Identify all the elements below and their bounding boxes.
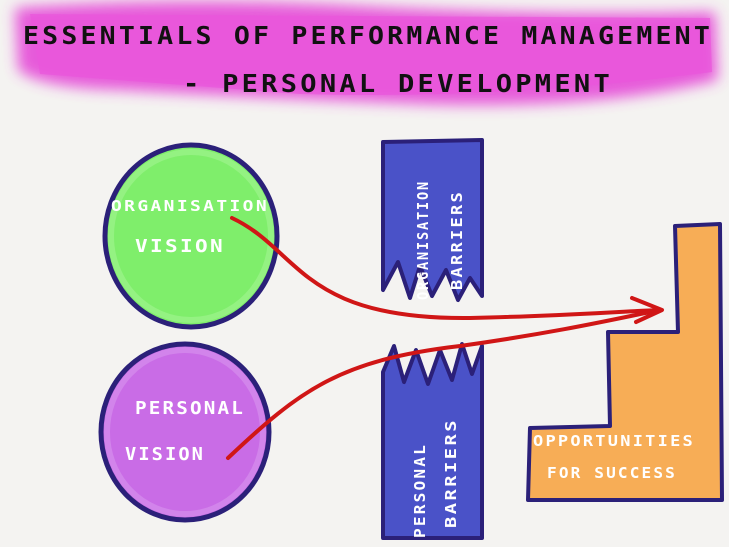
personal-vision-label-2: VISION bbox=[125, 444, 205, 465]
organisation-vision-arrow bbox=[230, 216, 662, 321]
personal-barriers-label-1: PERSONAL bbox=[411, 443, 429, 538]
organisation-barriers-label-1: ORGANISATION bbox=[414, 180, 432, 300]
arrowhead-icon bbox=[630, 296, 664, 324]
organisation-vision-label-1: ORGANISATION bbox=[111, 197, 269, 215]
opportunities-label-1: OPPORTUNITIES bbox=[533, 432, 695, 450]
personal-vision-label-1: PERSONAL bbox=[135, 398, 245, 419]
personal-barriers-label-2: BARRIERS bbox=[442, 418, 460, 528]
organisation-vision-circle: ORGANISATION VISION bbox=[102, 142, 280, 330]
organisation-barriers-block: ORGANISATION BARRIERS bbox=[381, 138, 484, 302]
opportunities-label-2: FOR SUCCESS bbox=[547, 464, 677, 482]
personal-vision-circle: PERSONAL VISION bbox=[98, 341, 272, 523]
title-highlight bbox=[15, 1, 718, 106]
organisation-vision-label-2: VISION bbox=[135, 236, 225, 257]
title-line-1: ESSENTIALS OF PERFORMANCE MANAGEMENT bbox=[23, 21, 713, 50]
personal-vision-arrow bbox=[226, 308, 662, 460]
personal-barriers-block: PERSONAL BARRIERS bbox=[381, 342, 484, 540]
opportunities-for-success-shape: OPPORTUNITIES FOR SUCCESS bbox=[526, 222, 724, 502]
title-line-2: - PERSONAL DEVELOPMENT bbox=[183, 69, 613, 98]
organisation-barriers-label-2: BARRIERS bbox=[448, 190, 466, 290]
